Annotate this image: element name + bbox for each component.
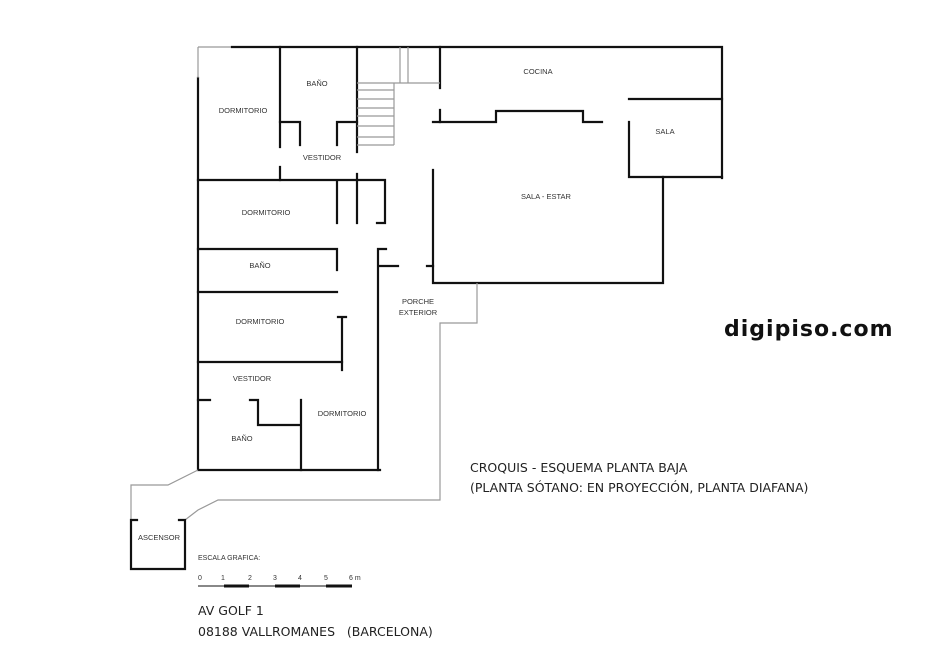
room-label-vestidor: VESTIDOR <box>303 153 342 162</box>
scale-tick: 4 <box>298 575 302 582</box>
scale-tick: 3 <box>273 575 277 582</box>
room-label-bano: BAÑO <box>231 434 252 443</box>
address-street: AV GOLF 1 <box>198 603 264 618</box>
room-label-porche: PORCHE <box>402 297 434 306</box>
room-label-bano: BAÑO <box>306 79 327 88</box>
room-label-sala-estar: SALA - ESTAR <box>521 192 571 201</box>
scale-tick: 0 <box>198 575 202 582</box>
scale-title: ESCALA GRAFICA: <box>198 555 260 562</box>
scale-tick: 6 m <box>349 575 361 582</box>
room-label-cocina: COCINA <box>523 67 552 76</box>
room-label-dormitorio: DORMITORIO <box>236 317 285 326</box>
room-label-dormitorio: DORMITORIO <box>219 106 268 115</box>
room-label-dormitorio: DORMITORIO <box>318 409 367 418</box>
caption-title: CROQUIS - ESQUEMA PLANTA BAJA <box>470 460 688 475</box>
room-label-exterior: EXTERIOR <box>399 308 438 317</box>
walls <box>129 45 724 571</box>
room-label-vestidor: VESTIDOR <box>233 374 272 383</box>
address-city: 08188 VALLROMANES (BARCELONA) <box>198 624 433 639</box>
scale-bar: ESCALA GRAFICA: 0 1 2 3 4 5 6 m <box>198 555 361 588</box>
caption-subtitle: (PLANTA SÓTANO: EN PROYECCIÓN, PLANTA DI… <box>470 480 808 495</box>
scale-tick: 5 <box>324 575 328 582</box>
room-label-ascensor: ASCENSOR <box>138 533 181 542</box>
room-labels: DORMITORIO BAÑO VESTIDOR COCINA SALA SAL… <box>138 67 675 542</box>
scale-tick: 2 <box>248 575 252 582</box>
logo: digipiso.com <box>724 317 894 342</box>
room-label-dormitorio: DORMITORIO <box>242 208 291 217</box>
scale-tick: 1 <box>221 575 225 582</box>
room-label-bano: BAÑO <box>249 261 270 270</box>
room-label-sala: SALA <box>655 127 674 136</box>
